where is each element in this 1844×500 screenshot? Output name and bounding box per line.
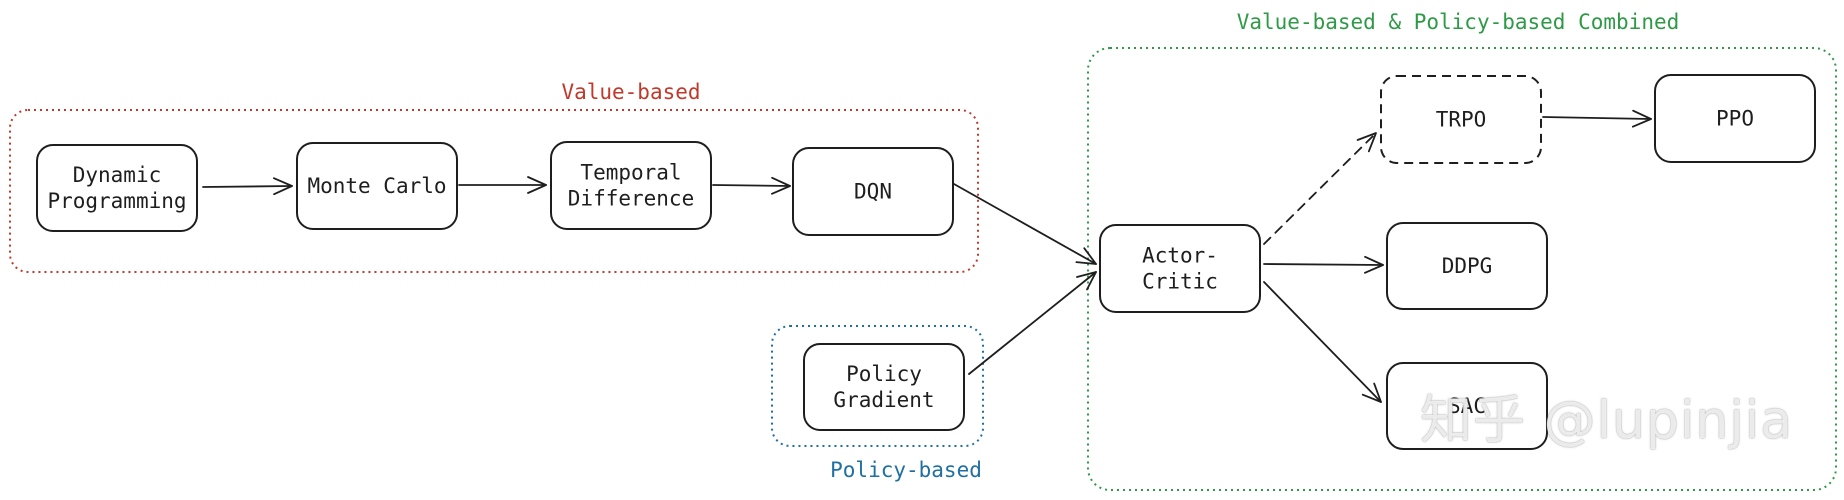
node-ppo: PPO (1654, 74, 1816, 163)
node-dqn-box (792, 147, 954, 236)
node-pg-label-line: Policy (846, 362, 922, 386)
zhihu-watermark: 知乎 @lupinjia (1420, 391, 1794, 451)
edge-ac-to-sac (1263, 281, 1382, 403)
node-mc-box (296, 142, 458, 230)
node-trpo: TRPO (1380, 75, 1542, 164)
edge-pg-to-ac (968, 271, 1097, 375)
node-dp-label-line: Dynamic (73, 163, 162, 187)
value-based-group-frame (9, 109, 979, 273)
edge-ac-to-trpo (1263, 132, 1377, 245)
node-ppo-box (1654, 74, 1816, 163)
node-ddpg-label-line: DDPG (1442, 254, 1493, 278)
combined-group-frame (1087, 47, 1837, 491)
edge-ac-to-ddpg (1263, 255, 1384, 274)
node-sac: SAC (1386, 362, 1548, 450)
node-mc: Monte Carlo (296, 142, 458, 230)
node-ac-label-line: Actor- (1142, 244, 1218, 268)
value-based-group-title: Value-based (561, 80, 700, 104)
node-td-label-line: Difference (568, 187, 694, 211)
edge-trpo-to-ppo (1542, 109, 1652, 128)
node-dp-box (36, 144, 198, 232)
node-td-label-line: Temporal (580, 161, 681, 185)
node-trpo-label-line: TRPO (1436, 108, 1487, 132)
node-ac-label-line: Critic (1142, 270, 1218, 294)
edge-dqn-to-ac (953, 183, 1097, 265)
node-ppo-label-line: PPO (1716, 107, 1754, 131)
node-ddpg: DDPG (1386, 222, 1548, 310)
node-ac-box (1099, 224, 1261, 313)
node-mc-label-line: Monte Carlo (307, 174, 446, 198)
node-sac-box (1386, 362, 1548, 450)
node-sac-label-line: SAC (1448, 394, 1486, 418)
policy-based-group-title: Policy-based (830, 458, 982, 482)
node-dp-label-line: Programming (47, 189, 186, 213)
node-pg-label-line: Gradient (833, 388, 934, 412)
node-dqn-label-line: DQN (854, 180, 892, 204)
edge-dp-to-mc (202, 177, 293, 196)
node-td-box (550, 141, 712, 230)
node-ddpg-box (1386, 222, 1548, 310)
node-trpo-box (1380, 75, 1542, 164)
node-dqn: DQN (792, 147, 954, 236)
combined-group-title: Value-based & Policy-based Combined (1237, 10, 1680, 34)
node-pg-box (803, 343, 965, 431)
node-ac: Actor-Critic (1099, 224, 1261, 313)
edge-td-to-dqn (712, 176, 791, 195)
policy-based-group-frame (771, 325, 984, 447)
